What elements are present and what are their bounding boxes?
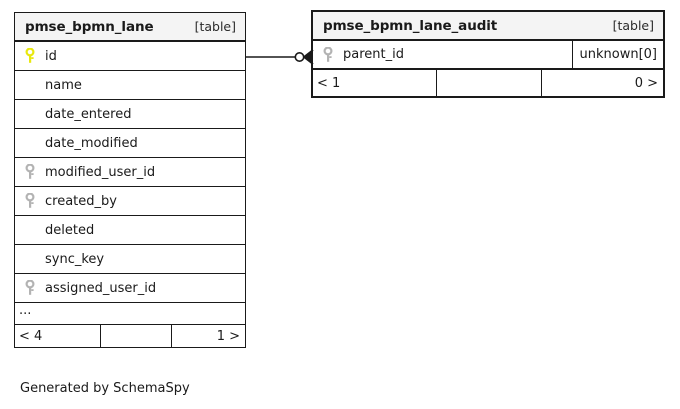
table-row[interactable]: created_by [15, 187, 245, 216]
pager-middle [101, 325, 172, 347]
more-columns-indicator: ... [15, 303, 245, 325]
table-title: pmse_bpmn_lane [25, 18, 154, 35]
relationship-edge-lane-to-lane-audit [246, 49, 314, 65]
table-card-pmse-bpmn-lane[interactable]: pmse_bpmn_lane [table] id name date_ente… [14, 12, 246, 348]
table-row[interactable]: sync_key [15, 245, 245, 274]
no-key-placeholder [15, 100, 45, 128]
table-kind-label: [table] [194, 19, 236, 34]
no-key-placeholder [15, 245, 45, 273]
column-name: name [45, 77, 82, 93]
table-header-pmse-bpmn-lane-audit: pmse_bpmn_lane_audit [table] [313, 12, 663, 41]
table-row[interactable]: date_modified [15, 129, 245, 158]
table-row[interactable]: deleted [15, 216, 245, 245]
table-footer-pager: < 1 0 > [313, 70, 663, 96]
column-name: assigned_user_id [45, 280, 157, 296]
foreign-key-icon [15, 158, 45, 186]
pager-previous[interactable]: < 4 [15, 325, 101, 347]
pager-next[interactable]: 0 > [634, 75, 658, 91]
no-key-placeholder [15, 71, 45, 99]
table-header-pmse-bpmn-lane: pmse_bpmn_lane [table] [15, 13, 245, 42]
pager-next[interactable]: 1 > [216, 328, 240, 344]
table-row[interactable]: name [15, 71, 245, 100]
column-name: deleted [45, 222, 95, 238]
table-footer-pager: < 4 1 > [15, 325, 245, 347]
table-card-pmse-bpmn-lane-audit[interactable]: pmse_bpmn_lane_audit [table] parent_id u… [311, 10, 665, 98]
table-row[interactable]: modified_user_id [15, 158, 245, 187]
table-title: pmse_bpmn_lane_audit [323, 17, 498, 34]
pager-previous[interactable]: < 1 [313, 70, 437, 96]
foreign-key-icon [15, 187, 45, 215]
column-type: unknown[0] [571, 41, 664, 68]
column-name: date_modified [45, 135, 138, 151]
no-key-placeholder [15, 129, 45, 157]
column-name: parent_id [343, 47, 404, 62]
pager-middle [437, 70, 542, 96]
table-row[interactable]: date_entered [15, 100, 245, 129]
table-row[interactable]: assigned_user_id [15, 274, 245, 303]
table-kind-label: [table] [612, 18, 654, 33]
table-row[interactable]: id [15, 42, 245, 71]
diagram-caption: Generated by SchemaSpy [20, 381, 190, 396]
column-name: sync_key [45, 251, 105, 267]
column-name: id [45, 48, 57, 64]
table-row[interactable]: parent_id unknown[0] [313, 41, 663, 70]
column-name: date_entered [45, 106, 132, 122]
column-name: created_by [45, 193, 117, 209]
no-key-placeholder [15, 216, 45, 244]
column-name: modified_user_id [45, 164, 156, 180]
foreign-key-icon [15, 274, 45, 302]
ellipsis-label: ... [19, 302, 32, 318]
primary-key-icon [15, 42, 45, 70]
foreign-key-icon [313, 41, 343, 68]
cardinality-zero-circle [294, 51, 305, 62]
